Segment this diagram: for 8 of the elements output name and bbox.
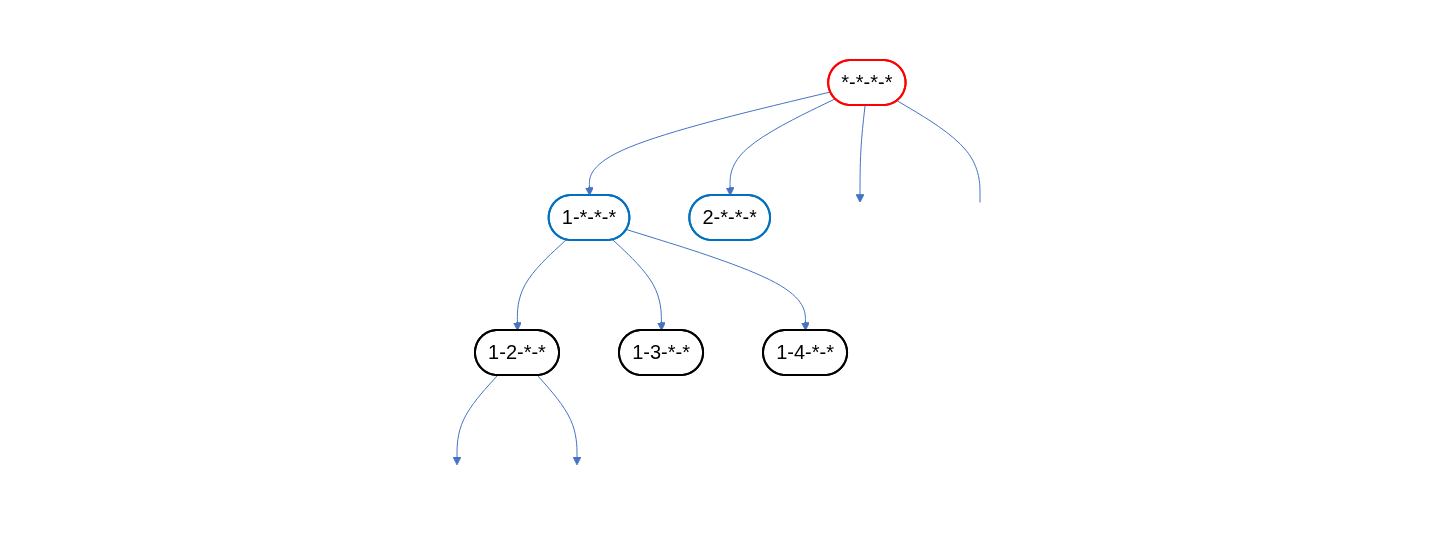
arrow — [726, 97, 837, 196]
arrow — [453, 374, 499, 465]
arrow — [612, 238, 667, 331]
arrow — [626, 228, 811, 331]
arrow — [513, 238, 568, 331]
arrow — [585, 90, 832, 196]
arrow — [856, 104, 867, 203]
arrow — [537, 374, 582, 465]
